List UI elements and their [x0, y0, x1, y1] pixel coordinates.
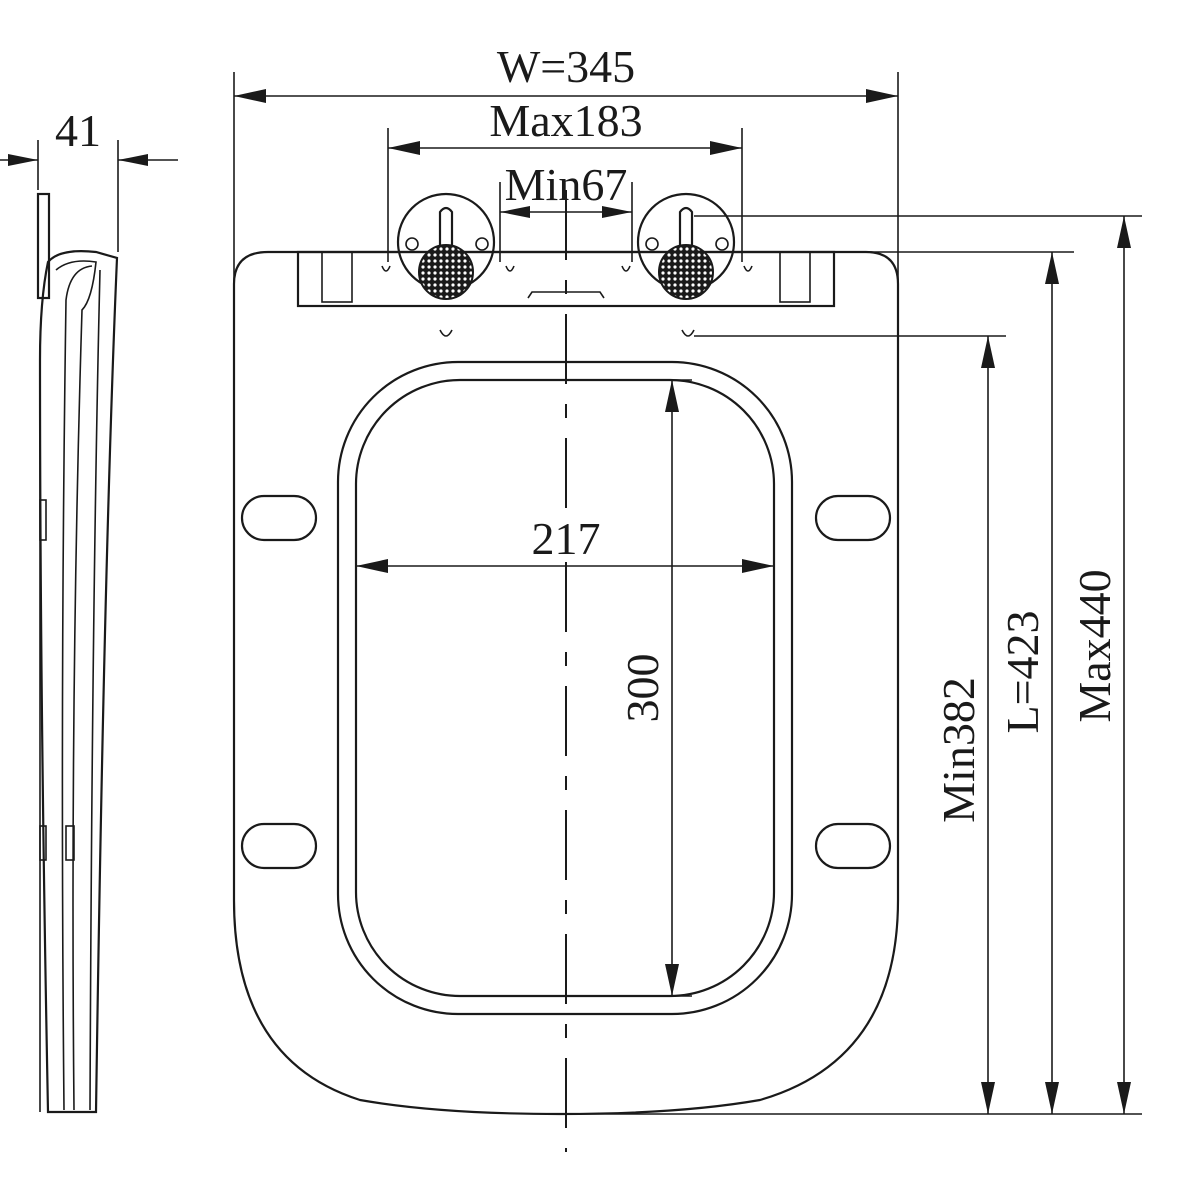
overall-length-label: L=423: [997, 610, 1048, 733]
opening-width-label: 217: [532, 513, 601, 564]
max-length-dimension: Max440: [694, 215, 1142, 1114]
side-thickness-dimension: 41: [0, 105, 178, 252]
hinge-min-spacing-label: Min67: [505, 159, 628, 210]
right-hinge: [636, 192, 736, 300]
side-thickness-label: 41: [55, 105, 101, 156]
side-profile-view: [36, 192, 119, 1114]
opening-length-dimension: 300: [610, 379, 692, 997]
overall-length-dimension: L=423: [866, 251, 1074, 1114]
right-lower-bumper: [814, 822, 892, 870]
left-lower-bumper: [240, 822, 318, 870]
overall-width-label: W=345: [497, 41, 635, 92]
opening-length-label: 300: [617, 654, 668, 723]
max-length-label: Max440: [1069, 569, 1120, 722]
min-length-label: Min382: [933, 677, 984, 823]
opening-width-dimension: 217: [356, 513, 774, 573]
overall-width-dimension: W=345: [233, 41, 899, 510]
left-upper-bumper: [240, 494, 318, 542]
hinge-max-spacing-label: Max183: [489, 95, 642, 146]
left-hinge: [396, 192, 496, 300]
hinge-min-spacing-dimension: Min67: [499, 159, 633, 262]
min-length-dimension: Min382: [694, 335, 1006, 1114]
hinge-max-spacing-dimension: Max183: [387, 95, 743, 262]
right-upper-bumper: [814, 494, 892, 542]
